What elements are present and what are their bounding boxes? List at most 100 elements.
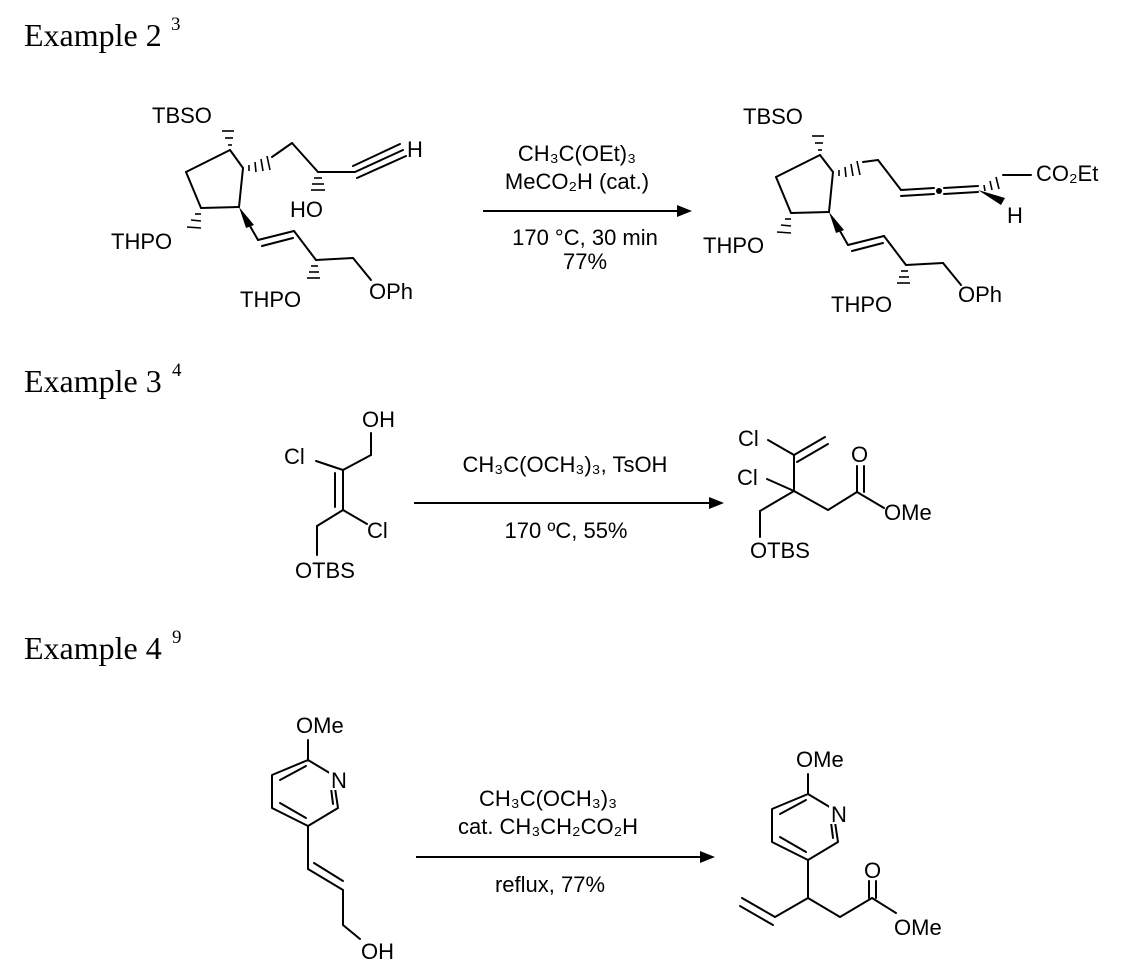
chain-bond bbox=[249, 225, 259, 241]
hashed-bond bbox=[776, 218, 792, 234]
alkene-bond bbox=[796, 443, 829, 463]
reaction-conditions: CH₃C(OCH₃)₃, TsOH 170 ºC, 55% bbox=[414, 452, 724, 543]
chain-bond bbox=[342, 924, 361, 940]
pyridine-ring bbox=[771, 793, 839, 861]
aromatic-bond bbox=[279, 802, 307, 819]
chain-bond bbox=[905, 262, 944, 266]
cl-label: Cl bbox=[737, 465, 758, 490]
ring-bond bbox=[828, 171, 834, 213]
example-heading: Example 3 bbox=[24, 363, 162, 399]
chain-bond bbox=[759, 490, 795, 512]
thpo-label: THPO bbox=[240, 287, 301, 312]
alkene-bond bbox=[847, 235, 885, 246]
otbs-label: OTBS bbox=[295, 558, 355, 583]
alkene-bond bbox=[739, 905, 774, 926]
allene-bond bbox=[943, 191, 979, 195]
aromatic-bond bbox=[330, 787, 334, 805]
otbs-label: OTBS bbox=[750, 538, 810, 563]
alkene-bond bbox=[741, 897, 776, 918]
arrowhead bbox=[677, 205, 692, 217]
chain-bond bbox=[883, 235, 907, 266]
ring-bond bbox=[200, 206, 240, 209]
alkene-bond bbox=[313, 862, 344, 882]
chain-bond bbox=[856, 491, 885, 509]
hashed-bond bbox=[311, 177, 325, 191]
o-label: O bbox=[864, 858, 881, 883]
aromatic-bond bbox=[779, 799, 807, 815]
aromatic-bond bbox=[779, 836, 807, 853]
chain-bond bbox=[315, 257, 354, 261]
example-4: Example 4 9 OMe N OH CH₃C(OCH₃)₃ cat. CH… bbox=[24, 627, 942, 964]
ome-label: OMe bbox=[894, 915, 942, 940]
chain-bond bbox=[293, 230, 317, 261]
ring-bond bbox=[775, 154, 821, 178]
example-3: Example 3 4 OH Cl Cl OTBS CH₃C(OCH₃)₃, T… bbox=[24, 360, 932, 583]
aromatic-bond bbox=[279, 765, 307, 781]
chain-bond bbox=[942, 262, 962, 286]
hashed-bond bbox=[248, 155, 271, 173]
chain-bond bbox=[315, 460, 344, 471]
reaction-conditions: CH₃C(OEt)₃ MeCO₂H (cat.) 170 °C, 30 min … bbox=[483, 141, 692, 274]
ome-label: OMe bbox=[884, 500, 932, 525]
example-2: Example 2 3 TBSO H HO bbox=[24, 14, 1098, 317]
chain-bond bbox=[767, 439, 795, 456]
condition-line: 170 ºC, 55% bbox=[505, 518, 628, 543]
chain-bond bbox=[316, 509, 344, 527]
allene-bond bbox=[943, 185, 979, 189]
example-reference: 4 bbox=[172, 360, 182, 381]
condition-line: cat. CH₃CH₂CO₂H bbox=[458, 814, 638, 839]
chain-bond bbox=[352, 257, 372, 281]
reactant-structure: TBSO H HO THPO bbox=[111, 103, 423, 312]
chain-bond bbox=[766, 478, 795, 492]
cl-label: Cl bbox=[738, 426, 759, 451]
ring-bond bbox=[229, 149, 244, 169]
chain-bond bbox=[774, 897, 809, 918]
tbso-label: TBSO bbox=[743, 104, 803, 129]
alkene-bond bbox=[261, 237, 294, 247]
reactant-structure: OH Cl Cl OTBS bbox=[284, 407, 395, 583]
product-structure: TBSO CO₂Et H THPO bbox=[703, 104, 1098, 317]
allene-bond bbox=[900, 193, 935, 197]
tbso-label: TBSO bbox=[152, 103, 212, 128]
alkyne-triple-bond bbox=[356, 155, 407, 179]
co2et-label: CO₂Et bbox=[1036, 161, 1098, 186]
alkyne-triple-bond bbox=[354, 149, 404, 173]
alkene-bond bbox=[793, 436, 826, 456]
alkene-bond bbox=[257, 230, 295, 241]
n-label-backdrop bbox=[829, 802, 847, 824]
chain-bond bbox=[839, 230, 849, 246]
oh-label: OH bbox=[361, 939, 394, 964]
h-label: H bbox=[407, 137, 423, 162]
pyridine-ring bbox=[271, 759, 339, 827]
chain-bond bbox=[877, 159, 902, 191]
condition-line: 77% bbox=[563, 249, 607, 274]
alkyne-triple-bond bbox=[352, 143, 401, 167]
alkene-bond bbox=[851, 242, 884, 252]
oph-label: OPh bbox=[958, 282, 1002, 307]
allene-center-dot bbox=[936, 188, 942, 194]
ome-label: OMe bbox=[796, 747, 844, 772]
hashed-bond bbox=[307, 265, 320, 279]
example-heading: Example 2 bbox=[24, 17, 162, 53]
product-structure: Cl Cl O OMe OTBS bbox=[737, 426, 932, 563]
chain-bond bbox=[862, 159, 879, 163]
n-label: N bbox=[831, 802, 847, 827]
chain-bond bbox=[342, 454, 372, 471]
ome-label: OMe bbox=[296, 713, 344, 738]
hashed-bond bbox=[838, 160, 861, 178]
cl-label: Cl bbox=[284, 444, 305, 469]
wedge-bond bbox=[239, 207, 254, 228]
hashed-bond bbox=[897, 270, 910, 284]
condition-line: CH₃C(OEt)₃ bbox=[518, 141, 636, 166]
alkene-bond bbox=[307, 868, 344, 891]
h-label: H bbox=[1007, 203, 1023, 228]
thpo-label: THPO bbox=[703, 233, 764, 258]
ring-bond bbox=[819, 154, 834, 173]
condition-line: 170 °C, 30 min bbox=[512, 225, 658, 250]
ring-bond bbox=[790, 211, 830, 214]
hashed-bond bbox=[186, 213, 202, 229]
o-label: O bbox=[851, 442, 868, 467]
cl-label: Cl bbox=[367, 518, 388, 543]
thpo-label: THPO bbox=[831, 292, 892, 317]
